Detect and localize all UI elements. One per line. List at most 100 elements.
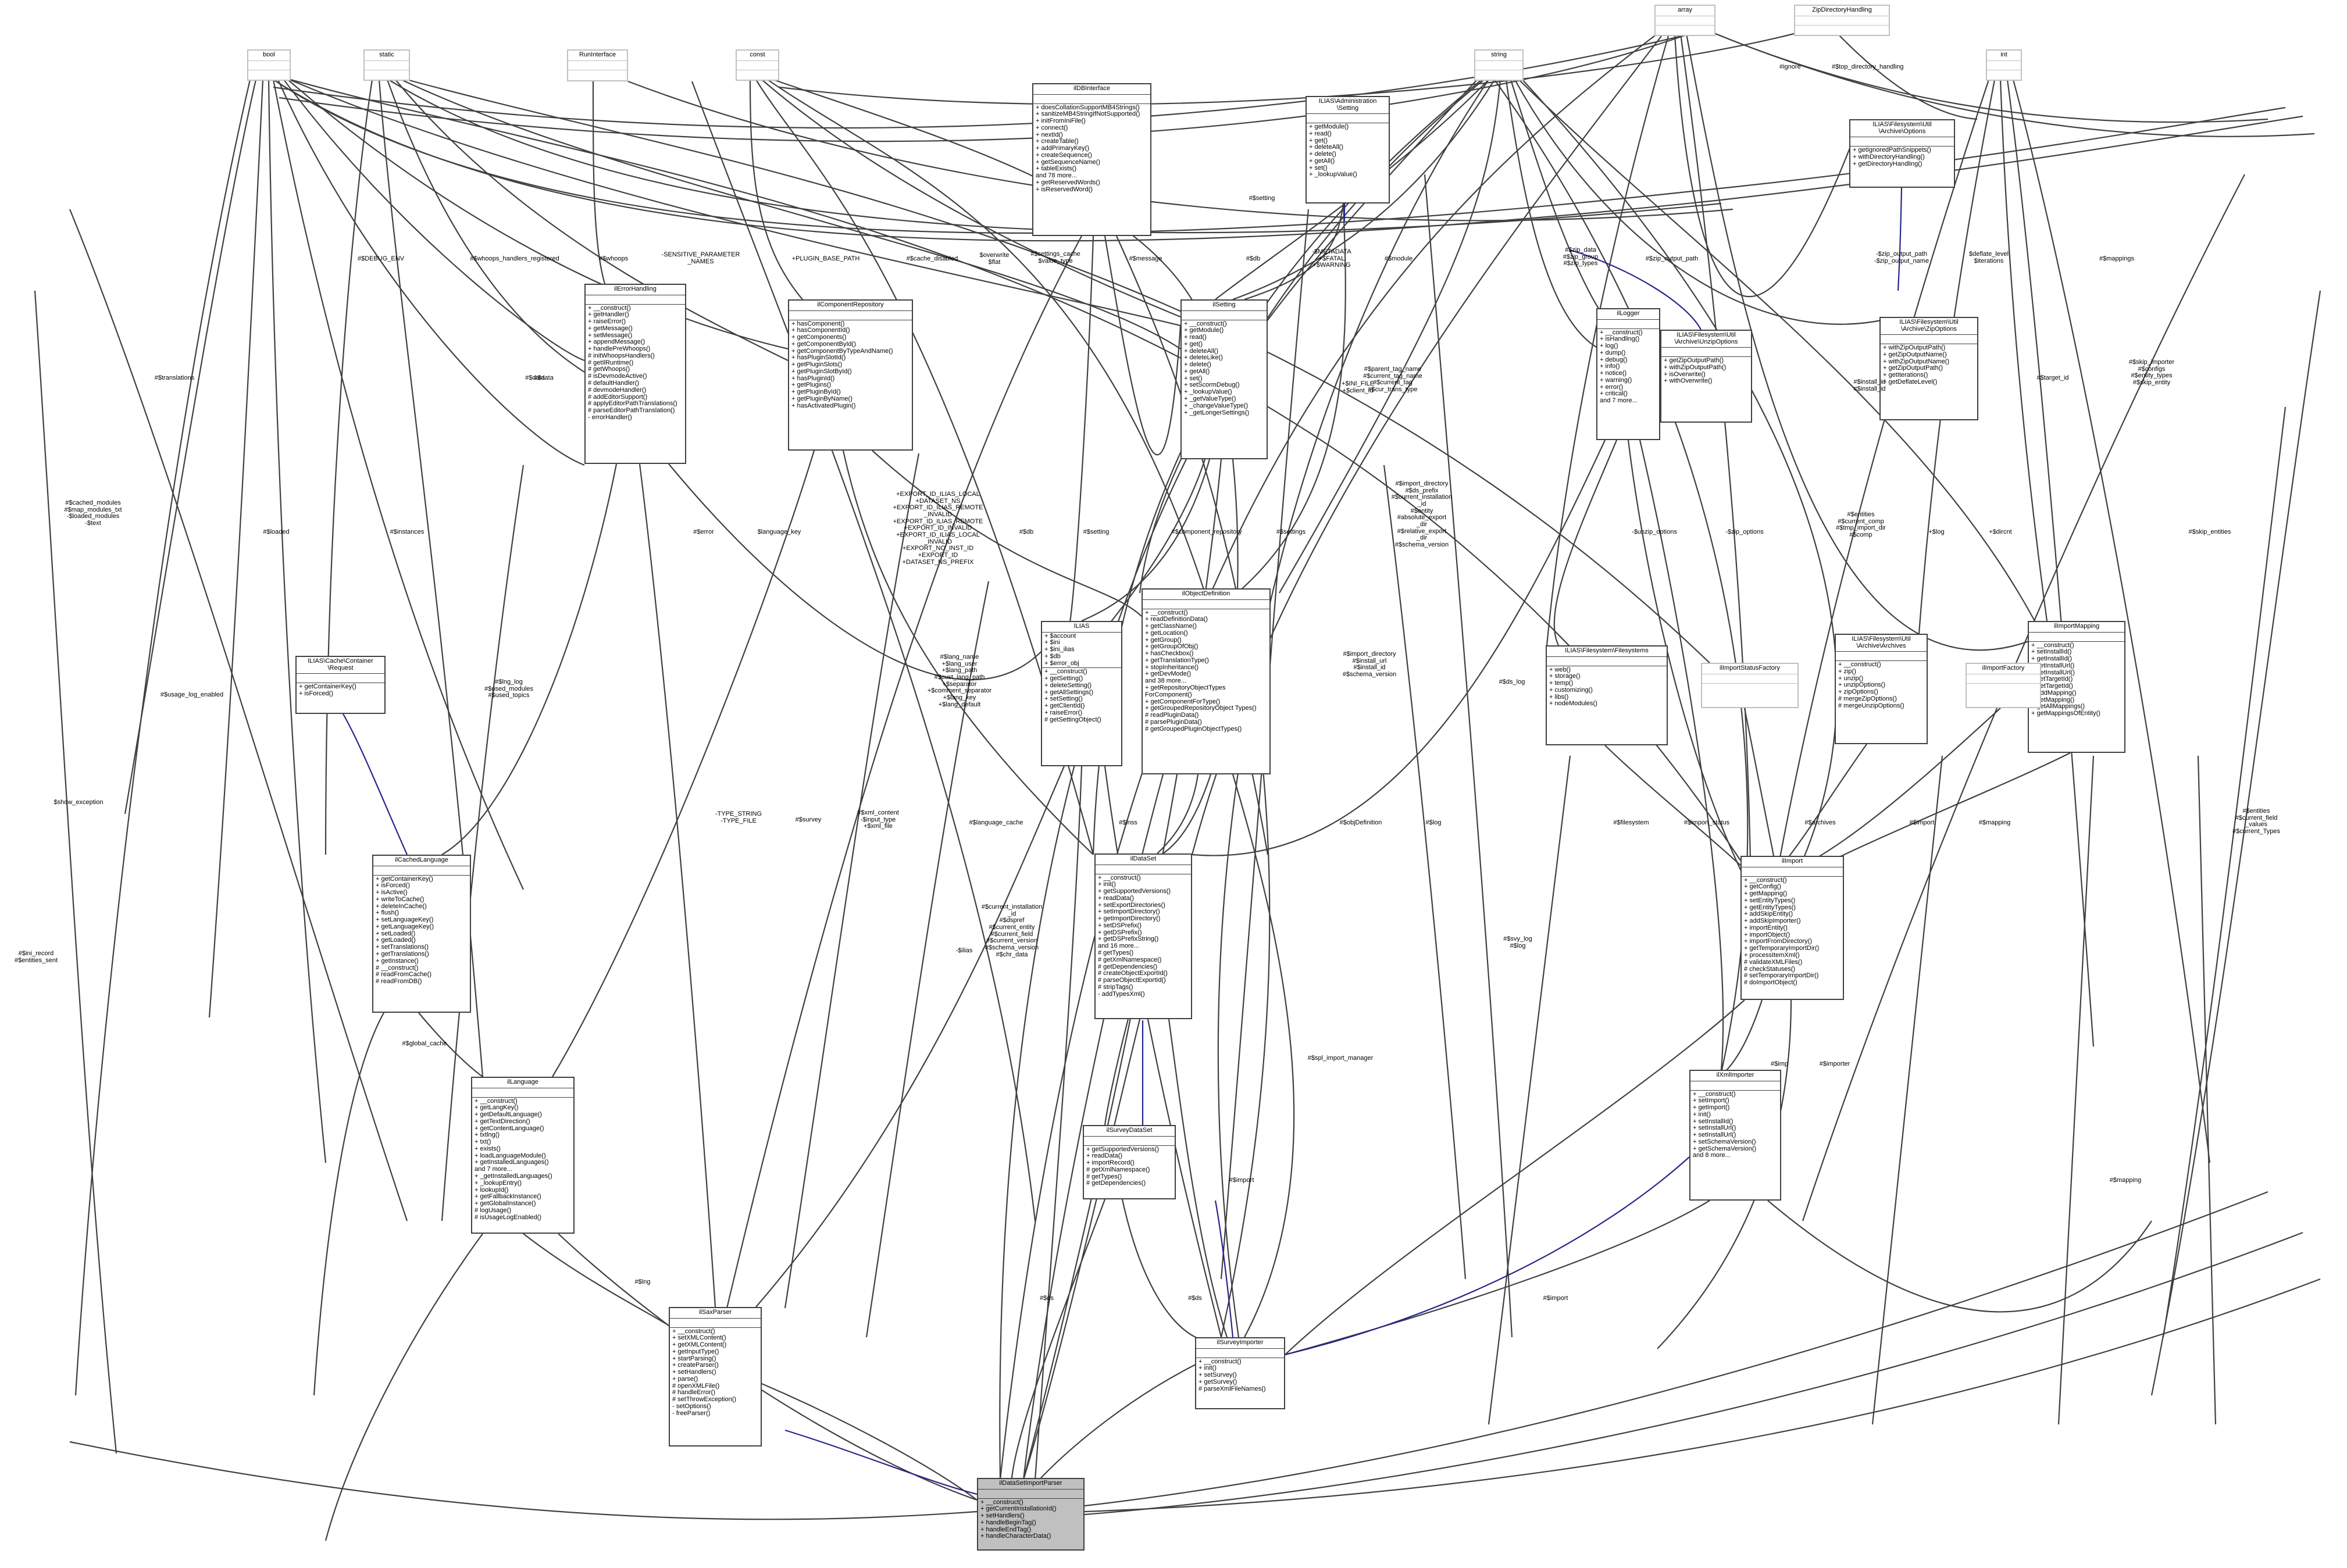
operation-row: # isUsageLogEnabled() [475, 1213, 541, 1221]
class-node-ilDataSet[interactable]: ilDataSet+ __construct()+ init()+ getSup… [1094, 853, 1192, 1019]
class-node-ILIAS_Filesystem_Util_ArchiveUnzipOptions[interactable]: ILIAS\Filesystem\Util \Archive\UnzipOpti… [1660, 330, 1752, 423]
class-node-ilErrorHandling[interactable]: ilErrorHandling+ __construct()+ getHandl… [584, 284, 686, 464]
class-node-ilSaxParser[interactable]: ilSaxParser+ __construct()+ setXMLConten… [669, 1307, 762, 1446]
operation-row: + __construct() [1600, 328, 1643, 336]
edge-label: #$lng [634, 1278, 651, 1285]
class-node-ilDataSetImportParser[interactable]: ilDataSetImportParser+ __construct()+ ge… [977, 1478, 1085, 1551]
class-node-static[interactable]: static [363, 49, 410, 81]
class-node-ilDBInterface[interactable]: ilDBInterface+ doesCollationSupportMB4St… [1032, 83, 1151, 236]
operation-row: + withZipOutputName() [1883, 358, 1950, 365]
operation-row: + getModule() [1184, 327, 1224, 334]
class-operations [248, 70, 290, 80]
operation-row: + dump() [1600, 349, 1626, 356]
operation-row: + __construct() [1744, 876, 1787, 884]
class-node-ILIAS_Cache_Container_Request[interactable]: ILIAS\Cache\Container \Request+ getConta… [295, 656, 386, 714]
operation-row: + withDirectoryHandling() [1853, 153, 1925, 160]
operation-row: + setImport() [1693, 1097, 1729, 1105]
operation-row: # isDevmodeActive() [588, 373, 647, 380]
class-node-ZipDirectoryHandling[interactable]: ZipDirectoryHandling [1794, 5, 1890, 36]
class-operations: + getIgnoredPathSnippets()+ withDirector… [1850, 147, 1954, 169]
operation-row: + setInstallId() [1693, 1117, 1734, 1125]
operation-row: # getTypes() [1086, 1173, 1122, 1180]
operation-row: + __construct() [1044, 668, 1087, 676]
class-node-ilObjectDefinition[interactable]: ilObjectDefinition+ __construct()+ readD… [1142, 588, 1271, 774]
class-operations: + __construct()+ isHandling()+ log()+ du… [1597, 329, 1659, 406]
class-node-array[interactable]: array [1654, 5, 1715, 36]
operation-row: + getAll() [1184, 367, 1210, 375]
operation-row: # getGroupedPluginObjectTypes() [1145, 725, 1242, 733]
class-operations: + __construct()+ setInstallId()+ getInst… [2029, 642, 2124, 719]
operation-row: + getMessage() [588, 324, 633, 332]
operation-row: + getComponents() [791, 334, 847, 341]
operation-row: + setEntityTypes() [1744, 896, 1796, 904]
class-node-ilSetting[interactable]: ilSetting+ __construct()+ getModule()+ r… [1180, 299, 1268, 459]
class-node-ilCachedLanguage[interactable]: ilCachedLanguage+ getContainerKey()+ isF… [372, 855, 471, 1013]
operation-row: + get() [1309, 137, 1328, 144]
operation-row: # parsePluginData() [1145, 718, 1202, 726]
operation-row: + getZipOutputName() [1883, 351, 1947, 358]
edge-label: #$spl_import_manager [1307, 1055, 1374, 1062]
class-node-ilImportFactory[interactable]: ilImportFactory [1966, 663, 2041, 708]
class-node-ILIAS_Filesystem_Filesystems[interactable]: ILIAS\Filesystem\Filesystems+ web()+ sto… [1546, 645, 1668, 745]
edge-label: #$instances [390, 528, 425, 535]
operation-row: + getSchemaVersion() [1693, 1145, 1757, 1152]
operation-row: # initWhoopsHandlers() [588, 352, 655, 359]
class-node-bool[interactable]: bool [247, 49, 291, 81]
class-node-string[interactable]: string [1474, 49, 1524, 81]
edge-label: #ignore [1779, 63, 1801, 70]
class-node-ilXmlImporter[interactable]: ilXmlImporter+ __construct()+ setImport(… [1689, 1070, 1781, 1201]
operation-row: + deleteAll() [1184, 347, 1219, 355]
class-node-ilSurveyImporter[interactable]: ilSurveyImporter+ __construct()+ init()+… [1195, 1337, 1285, 1409]
edge-label: #$ds [1188, 1295, 1202, 1302]
operation-row: + web() [1549, 666, 1571, 673]
class-operations: + __construct()+ readDefinitionData()+ g… [1143, 609, 1269, 734]
edge-label: #$svy_log #$log [1503, 935, 1532, 949]
class-node-ILIAS[interactable]: ILIAS+ $account+ $ini+ $ini_ilias+ $db+ … [1041, 621, 1122, 766]
edge-label: #$cached_modules #$map_modules_txt -$loa… [64, 499, 122, 527]
class-node-ILIAS_Filesystem_Util_ArchiveZipOptions[interactable]: ILIAS\Filesystem\Util \Archive\ZipOption… [1879, 317, 1978, 420]
edge-label: #$survey [795, 816, 822, 823]
operation-row: + delete() [1309, 151, 1336, 158]
class-node-ilSurveyDataSet[interactable]: ilSurveyDataSet+ getSupportedVersions()+… [1083, 1125, 1176, 1199]
class-title: ILIAS\Filesystem\Filesystems [1547, 647, 1667, 657]
edge-label: #$entities #$current_field _values #$cur… [2232, 808, 2280, 835]
class-node-ilLogger[interactable]: ilLogger+ __construct()+ isHandling()+ l… [1596, 308, 1660, 440]
class-node-ILIAS_Administration_Setting[interactable]: ILIAS\Administration \Setting+ getModule… [1306, 96, 1390, 203]
operation-row: + hasPluginSlotId() [791, 354, 846, 362]
edge-label: $show_exception [53, 799, 104, 806]
class-node-ilImport[interactable]: ilImport+ __construct()+ getConfig()+ ge… [1740, 856, 1844, 1000]
class-node-RunInterface[interactable]: RunInterface [567, 49, 628, 81]
class-node-ILIAS_Filesystem_Util_ArchiveOptions[interactable]: ILIAS\Filesystem\Util \Archive\Options+ … [1849, 119, 1955, 188]
class-node-ilLanguage[interactable]: ilLanguage+ __construct()+ getLangKey()+… [471, 1077, 575, 1234]
operation-row: # getXmlNamespace() [1098, 956, 1162, 963]
operation-row: + getDeflateLevel() [1883, 378, 1938, 385]
operation-row: + getPlugins() [791, 381, 832, 389]
operation-row: # setTemporaryImportDir() [1744, 972, 1819, 980]
class-node-ilImportMapping[interactable]: ilImportMapping+ __construct()+ setInsta… [2028, 621, 2125, 753]
class-operations [1987, 70, 2021, 80]
class-title: RunInterface [568, 51, 627, 61]
class-attributes [978, 1490, 1083, 1499]
class-title: ILIAS [1042, 622, 1121, 633]
class-node-ilImportStatusFactory[interactable]: ilImportStatusFactory [1701, 663, 1799, 708]
operation-row: + notice() [1600, 370, 1627, 377]
operation-row: + isActive() [376, 889, 408, 896]
class-node-int[interactable]: int [1986, 49, 2022, 81]
edge-label: #$translations [154, 374, 195, 381]
operation-row: + processItemXml() [1744, 951, 1800, 959]
edge-label: #$skip_importer #$configs #$entity_types… [2128, 359, 2175, 386]
operation-row: - errorHandler() [588, 413, 632, 421]
operation-row: # parseEditorPathTranslation() [588, 407, 675, 415]
class-node-ILIAS_Filesystem_Util_ArchiveArchives[interactable]: ILIAS\Filesystem\Util \Archive\Archives+… [1835, 634, 1928, 744]
operation-row: + nodeModules() [1549, 700, 1597, 708]
operation-row: + getInstance() [376, 957, 419, 965]
operation-row: + isReservedWord() [1036, 185, 1093, 193]
operation-row: + getGroupedRepositoryObject Types() [1145, 705, 1257, 712]
operation-row: + initFromIniFile() [1036, 117, 1086, 125]
operation-row: + getDevMode() [1145, 670, 1192, 678]
operation-row: + getContainerKey() [299, 683, 356, 691]
class-node-const[interactable]: const [736, 49, 779, 81]
edge-label: $language_key [757, 528, 801, 535]
edge-label: $overwrite $flat [979, 252, 1010, 266]
class-node-ilComponentRepository[interactable]: ilComponentRepository+ hasComponent()+ h… [788, 299, 913, 451]
